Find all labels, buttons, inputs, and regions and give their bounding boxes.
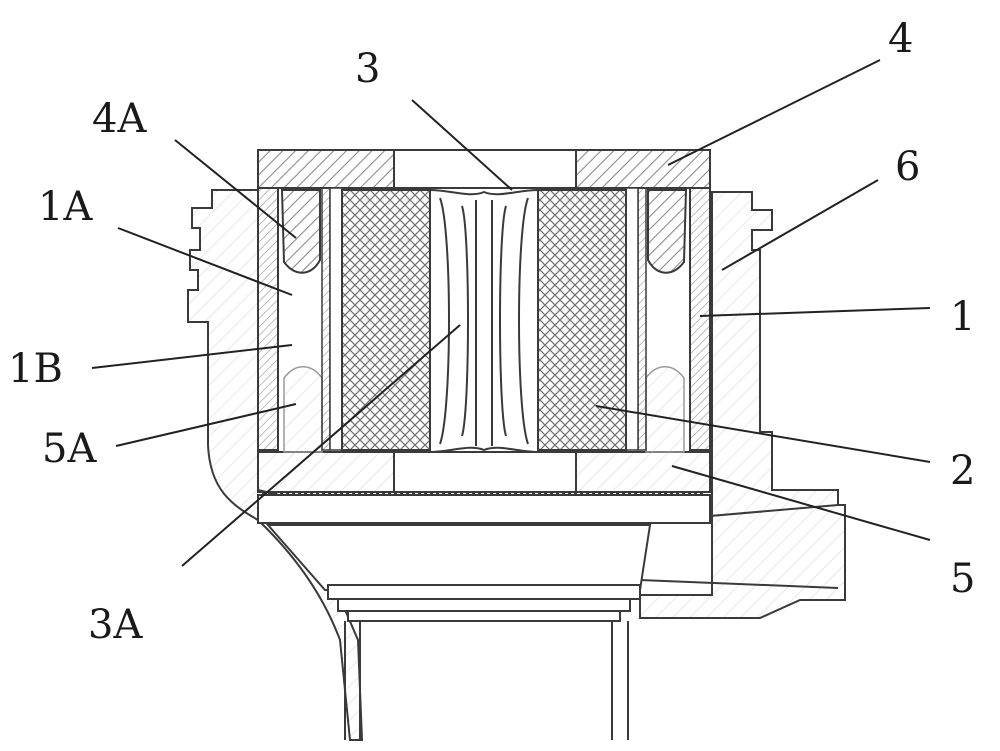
label-2: 2 [950,448,975,494]
label-5A: 5A [42,426,97,472]
leader-4 [668,60,880,165]
label-4A: 4A [92,96,147,142]
label-1B: 1B [8,346,63,392]
label-3: 3 [355,46,380,92]
bottom-cap [258,452,710,493]
label-1: 1 [950,294,975,340]
label-3A: 3A [88,602,143,648]
label-5: 5 [950,556,975,602]
label-4: 4 [888,16,913,62]
top-cap [258,150,710,188]
inner-tube [430,190,538,452]
label-6: 6 [895,144,920,190]
label-1A: 1A [38,184,93,230]
